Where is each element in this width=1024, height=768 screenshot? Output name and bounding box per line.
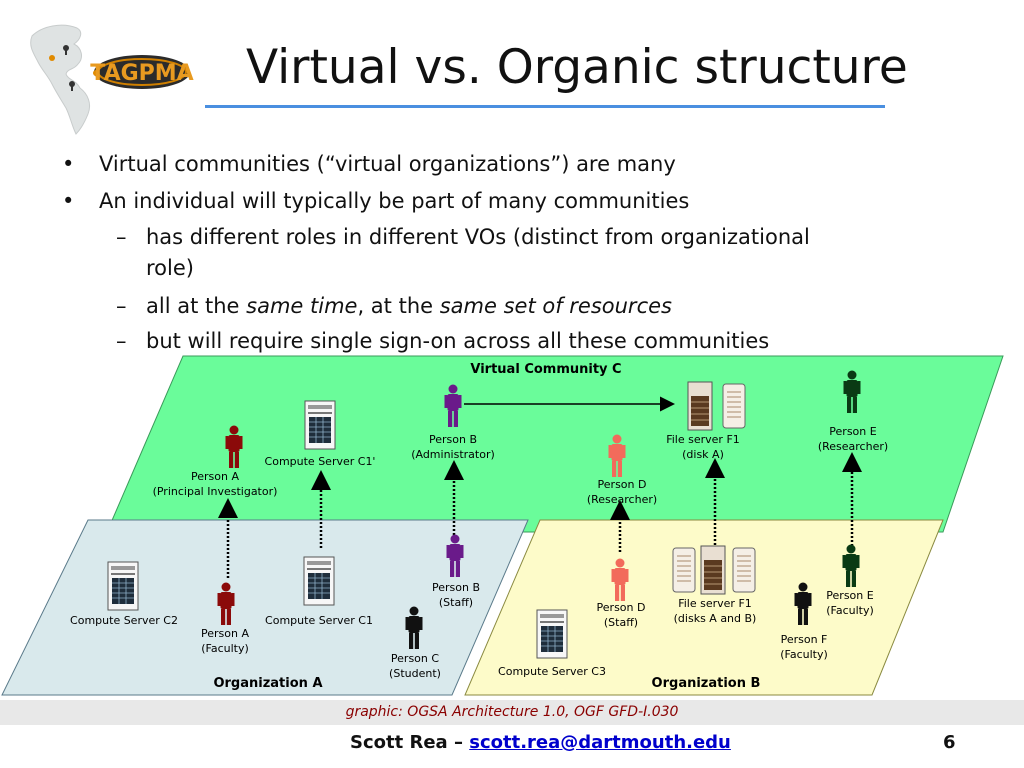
c-person-a-role: (Principal Investigator)	[153, 485, 278, 498]
page-number: 6	[943, 732, 956, 753]
a-person-c-role: (Student)	[389, 667, 441, 680]
a-server-c2-label: Compute Server C2	[70, 614, 178, 627]
bullet-icon: •	[62, 152, 75, 176]
title-divider	[205, 105, 885, 108]
a-server-c1-label: Compute Server C1	[265, 614, 373, 627]
c-person-e-role: (Researcher)	[818, 440, 888, 453]
c-person-a-name: Person A	[191, 470, 239, 483]
bullet-icon: •	[62, 189, 75, 213]
file-server-f1-disk-icon	[687, 381, 713, 431]
b-person-d-role: (Staff)	[604, 616, 638, 629]
author-email-link[interactable]: scott.rea@dartmouth.edu	[469, 732, 731, 753]
c-person-b-role: (Administrator)	[411, 448, 495, 461]
c-person-d-role: (Researcher)	[587, 493, 657, 506]
b-person-e-role: (Faculty)	[826, 604, 874, 617]
file-server-f1-disks-icon	[700, 545, 726, 595]
compute-server-c3-icon	[536, 609, 568, 659]
c-person-d-name: Person D	[598, 478, 647, 491]
americas-map-icon: TAGPMA	[30, 24, 194, 135]
virtual-community-c-region	[106, 355, 1004, 533]
a-person-c-name: Person C	[391, 652, 439, 665]
c-file-server-name: File server F1	[666, 433, 740, 446]
file-server-f1-unit-a-icon	[672, 547, 696, 593]
a-person-b-role: (Staff)	[439, 596, 473, 609]
dash-icon: –	[116, 294, 127, 318]
c-file-server-disk: (disk A)	[682, 448, 724, 461]
compute-server-c1-icon	[303, 556, 335, 606]
logo-text: TAGPMA	[90, 61, 193, 86]
b-file-server-disks: (disks A and B)	[674, 612, 757, 625]
compute-server-c2-icon	[107, 561, 139, 611]
organization-b-label: Organization B	[652, 676, 761, 691]
c-person-e-name: Person E	[829, 425, 876, 438]
b-file-server-name: File server F1	[678, 597, 752, 610]
compute-server-c1-prime-icon	[304, 400, 336, 450]
credit-bar	[0, 700, 1024, 725]
a-person-a-role: (Faculty)	[201, 642, 249, 655]
file-server-f1-unit-b-icon	[732, 547, 756, 593]
graphic-credit: graphic: OGSA Architecture 1.0, OGF GFD-…	[345, 704, 679, 720]
b-person-e-name: Person E	[826, 589, 873, 602]
b-server-c3-label: Compute Server C3	[498, 665, 606, 678]
tagpma-logo: TAGPMA	[22, 18, 212, 136]
c-person-b-name: Person B	[429, 433, 477, 446]
c-server-c1-label: Compute Server C1'	[265, 455, 376, 468]
organization-a-label: Organization A	[213, 676, 322, 691]
file-server-f1-unit-icon	[722, 383, 746, 429]
b-person-f-name: Person F	[781, 633, 828, 646]
b-person-f-role: (Faculty)	[780, 648, 828, 661]
a-person-a-name: Person A	[201, 627, 249, 640]
dash-icon: –	[116, 329, 127, 353]
footer-author: Scott Rea – scott.rea@dartmouth.edu	[350, 732, 731, 753]
vo-structure-diagram: Virtual Community C Organization A Organ…	[1, 355, 1004, 696]
virtual-community-c-label: Virtual Community C	[470, 362, 621, 377]
dash-icon: –	[116, 225, 127, 249]
a-person-b-name: Person B	[432, 581, 480, 594]
page-title: Virtual vs. Organic structure	[246, 40, 908, 95]
b-person-d-name: Person D	[597, 601, 646, 614]
organization-b-region	[464, 519, 944, 696]
